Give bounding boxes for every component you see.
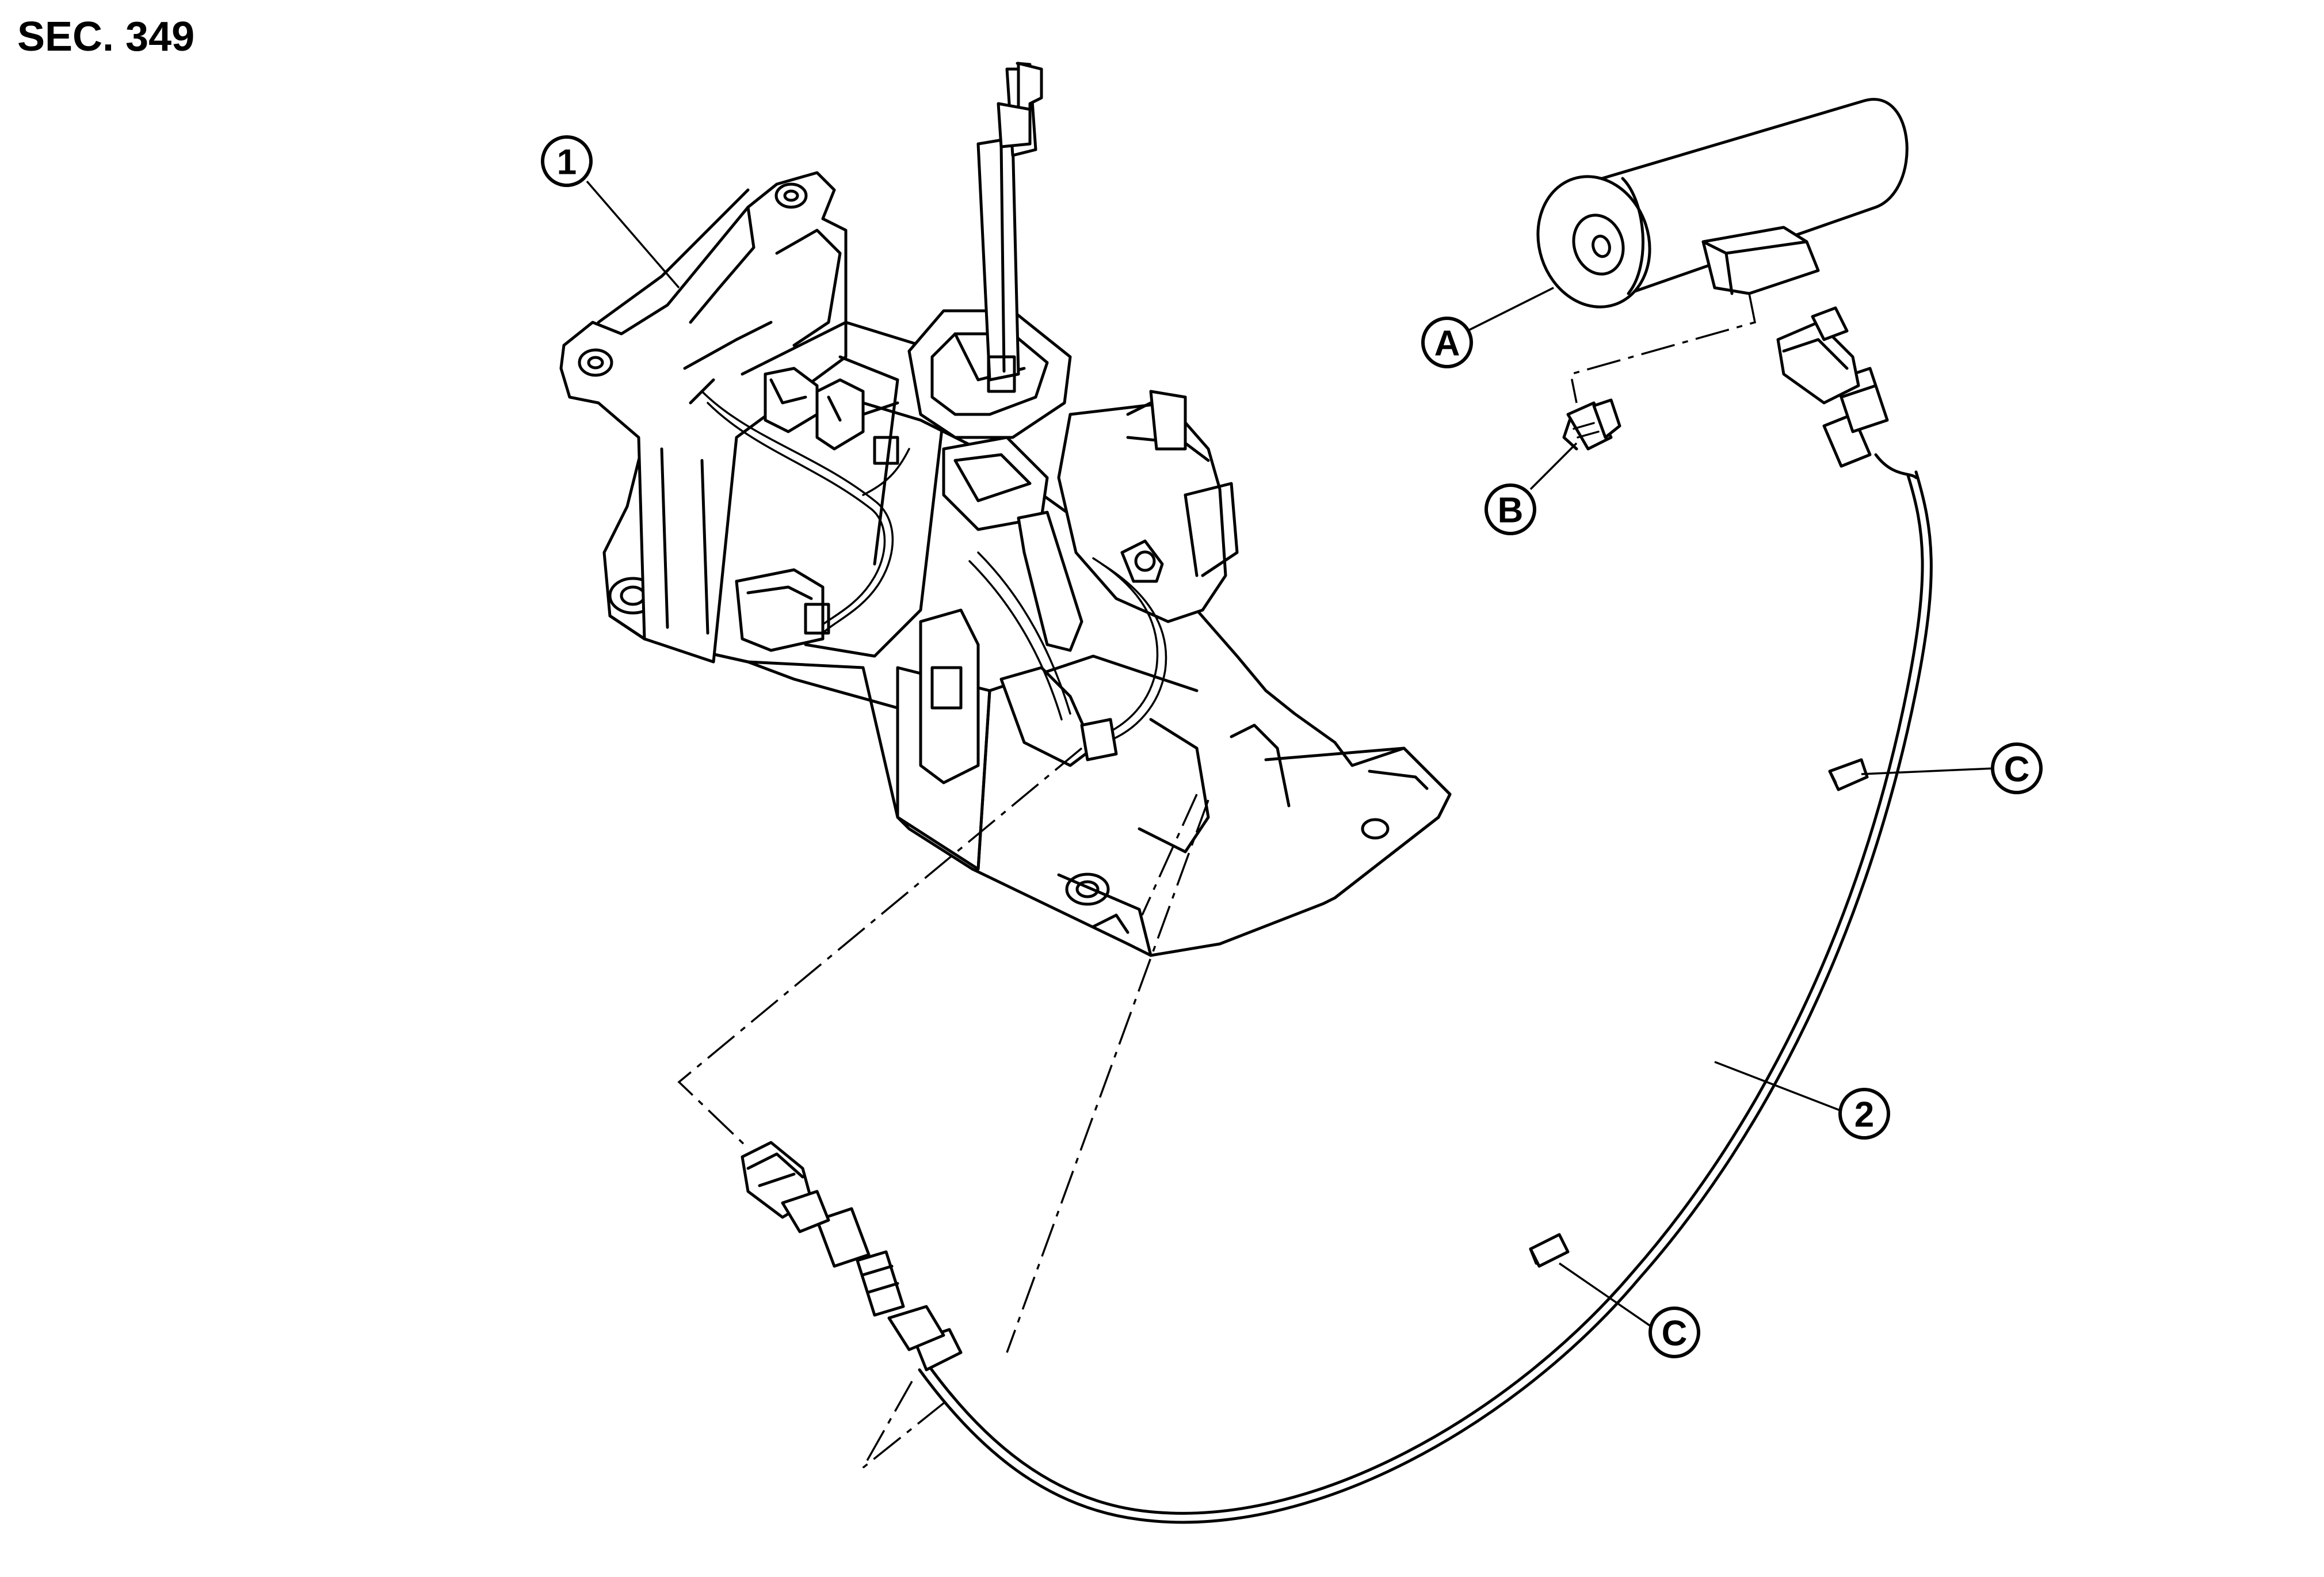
callout-c-upper-label: C [2004,750,2030,790]
shifter-assembly [559,62,1452,957]
callout-b-label: B [1498,491,1524,531]
assembly-guidelines [677,293,1757,1469]
callout-c-upper: C [1861,742,2043,794]
callout-item-1-label: 1 [557,143,577,182]
callout-c-lower: C [1559,1262,1700,1358]
callout-c-lower-label: C [1662,1314,1688,1354]
callout-item-2: 2 [1714,1061,1890,1140]
callout-item-2-label: 2 [1854,1095,1874,1135]
callout-a: A [1421,287,1554,368]
callout-a-label: A [1434,324,1460,364]
lock-clip [1562,398,1621,451]
key-cylinder [1536,98,1909,308]
shift-lock-cable [741,306,1933,1524]
section-title: SEC. 349 [17,14,194,60]
callout-b: B [1485,442,1578,535]
callout-item-1: 1 [541,135,680,289]
